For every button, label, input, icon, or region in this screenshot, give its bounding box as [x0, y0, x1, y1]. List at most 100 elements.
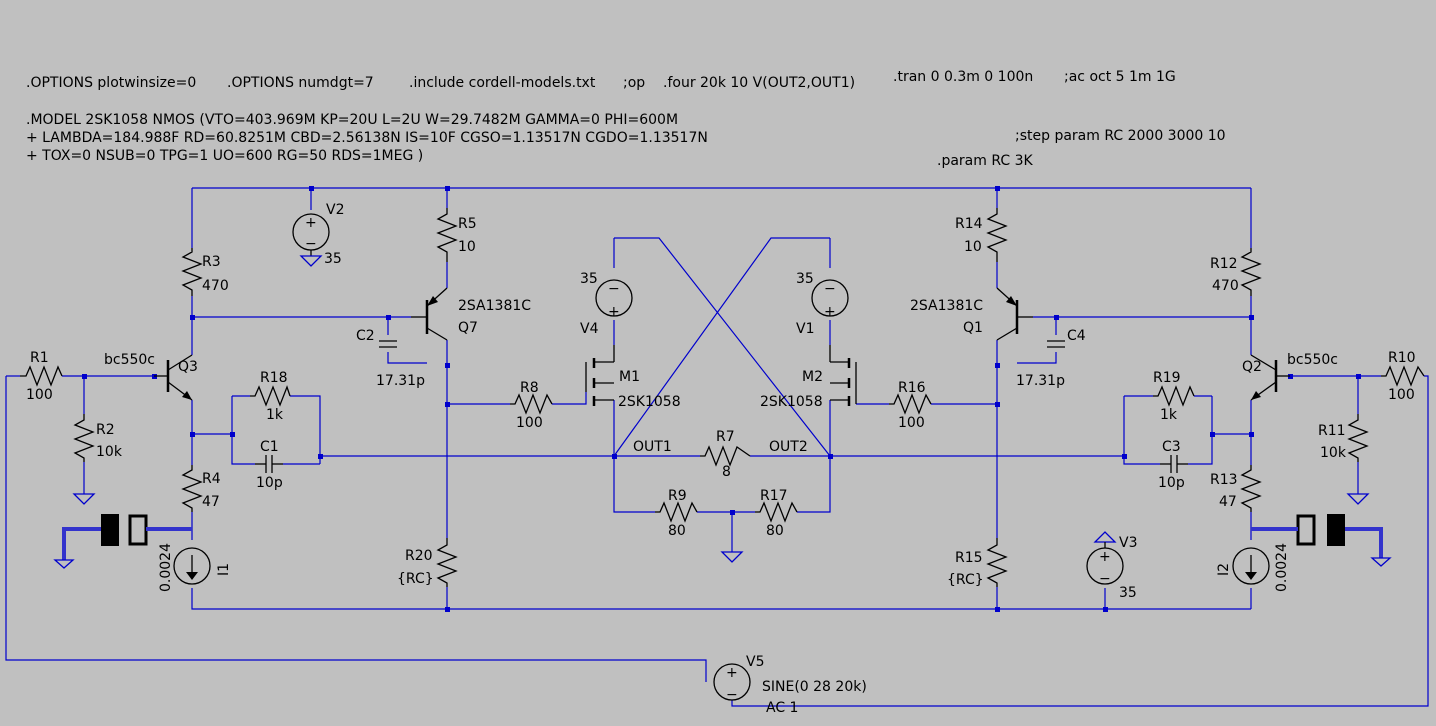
resistor-r5[interactable]: R5 10 [436, 208, 477, 262]
c4-value: 17.31p [1016, 373, 1065, 389]
resistor-r13[interactable]: R13 47 [1210, 465, 1262, 512]
v3-minus-icon: − [1099, 571, 1111, 587]
v3-label: V3 [1119, 535, 1137, 551]
r16-value: 100 [898, 415, 925, 431]
r13-label: R13 [1210, 472, 1238, 488]
r10-label: R10 [1388, 350, 1416, 366]
resistor-r19[interactable]: R19 1k [1153, 370, 1195, 423]
r9-value: 80 [668, 523, 686, 539]
v1-label: V1 [796, 321, 814, 337]
r15-label: R15 [955, 550, 983, 566]
r19-value: 1k [1160, 407, 1178, 423]
c4-label: C4 [1067, 328, 1086, 344]
q1-model: 2SA1381C [910, 298, 983, 314]
voltage-source-v4[interactable]: − + 35 V4 [580, 271, 633, 337]
transistor-q1[interactable]: 2SA1381C Q1 [910, 287, 1033, 341]
capacitor-c2[interactable]: C2 17.31p [356, 328, 425, 389]
v5-label: V5 [746, 654, 764, 670]
transistor-q7[interactable]: 2SA1381C Q7 [411, 287, 531, 341]
voltage-source-v2[interactable]: + − V2 35 [292, 202, 344, 267]
capacitor-c4[interactable]: C4 17.31p [1016, 328, 1086, 389]
v2-label: V2 [326, 202, 344, 218]
voltage-source-v1[interactable]: − + 35 V1 [796, 271, 849, 337]
resistor-r4[interactable]: R4 47 [181, 465, 221, 512]
resistor-r10[interactable]: R10 100 [1381, 350, 1425, 403]
net-label-out2: OUT2 [769, 439, 808, 455]
voltage-source-v3[interactable]: + − V3 35 [1086, 531, 1137, 601]
directive-model-line1[interactable]: .MODEL 2SK1058 NMOS (VTO=403.969M KP=20U… [26, 112, 678, 128]
r17-label: R17 [760, 488, 788, 504]
current-source-i2[interactable]: I2 0.0024 [1216, 543, 1290, 592]
r19-label: R19 [1153, 370, 1181, 386]
resistor-r18[interactable]: R18 1k [250, 370, 291, 423]
r4-value: 47 [202, 494, 220, 510]
voltage-source-v5[interactable]: + − V5 SINE(0 28 20k) AC 1 [713, 654, 867, 716]
mosfet-m1[interactable]: M1 2SK1058 [585, 345, 681, 410]
r2-value: 10k [96, 444, 123, 460]
r16-label: R16 [898, 380, 926, 396]
resistor-r12[interactable]: R12 470 [1210, 248, 1262, 296]
directive-op[interactable]: ;op [623, 75, 645, 91]
r8-label: R8 [520, 380, 539, 396]
directive-include[interactable]: .include cordell-models.txt [409, 75, 596, 91]
v5-value: SINE(0 28 20k) [762, 679, 867, 695]
wires [5, 187, 1429, 707]
q7-label: Q7 [458, 320, 478, 336]
r9-label: R9 [668, 488, 687, 504]
r14-value: 10 [964, 239, 982, 255]
c3-value: 10p [1158, 475, 1185, 491]
r5-value: 10 [458, 239, 476, 255]
c2-label: C2 [356, 328, 375, 344]
r2-label: R2 [96, 422, 115, 438]
v2-minus-icon: − [305, 236, 317, 252]
transistor-q3[interactable]: bc550c Q3 [104, 352, 198, 401]
v5-plus-icon: + [726, 665, 738, 681]
resistor-r3[interactable]: R3 470 [181, 248, 229, 296]
resistor-r7[interactable]: R7 8 [700, 429, 751, 480]
r18-label: R18 [260, 370, 288, 386]
resistor-r15[interactable]: R15 {RC} [947, 538, 1008, 588]
capacitor-c1[interactable]: C1 10p [255, 439, 283, 491]
resistor-r14[interactable]: R14 10 [955, 208, 1008, 262]
v4-minus-icon: − [608, 281, 620, 297]
resistor-r1[interactable]: R1 100 [20, 350, 63, 403]
directive-param[interactable]: .param RC 3K [937, 153, 1034, 169]
r8-value: 100 [516, 415, 543, 431]
v3-plus-icon: + [1099, 549, 1111, 565]
net-label-out1: OUT1 [633, 439, 672, 455]
directive-ac[interactable]: ;ac oct 5 1m 1G [1064, 69, 1176, 85]
m2-label: M2 [802, 369, 823, 385]
q3-label: Q3 [178, 359, 198, 375]
v5-minus-icon: − [726, 687, 738, 703]
thermal-coupler-left[interactable] [53, 514, 192, 569]
q2-model: bc550c [1287, 352, 1338, 368]
directive-plotwinsize[interactable]: .OPTIONS plotwinsize=0 [26, 75, 196, 91]
directive-model-line2[interactable]: + LAMBDA=184.988F RD=60.8251M CBD=2.5613… [26, 130, 708, 146]
resistor-r2[interactable]: R2 10k [73, 414, 123, 462]
directive-four[interactable]: .four 20k 10 V(OUT2,OUT1) [663, 75, 855, 91]
resistor-r16[interactable]: R16 100 [889, 380, 932, 431]
directive-tran[interactable]: .tran 0 0.3m 0 100n [893, 69, 1033, 85]
m1-model: 2SK1058 [618, 394, 681, 410]
r3-value: 470 [202, 278, 229, 294]
current-source-i1[interactable]: I1 0.0024 [158, 543, 232, 592]
directive-step[interactable]: ;step param RC 2000 3000 10 [1015, 128, 1226, 144]
mosfet-m2[interactable]: M2 2SK1058 [760, 345, 857, 410]
i2-label: I2 [1216, 563, 1232, 576]
r14-label: R14 [955, 216, 983, 232]
directive-numdgt[interactable]: .OPTIONS numdgt=7 [227, 75, 374, 91]
r1-label: R1 [30, 350, 49, 366]
resistor-r8[interactable]: R8 100 [510, 380, 553, 431]
resistor-r17[interactable]: R17 80 [755, 488, 798, 539]
resistor-r9[interactable]: R9 80 [655, 488, 698, 539]
transistor-q2[interactable]: bc550c Q2 [1242, 352, 1338, 401]
capacitor-c3[interactable]: C3 10p [1158, 439, 1188, 491]
r12-value: 470 [1212, 278, 1239, 294]
resistor-r20[interactable]: R20 {RC} [397, 538, 458, 587]
r11-label: R11 [1318, 423, 1346, 439]
resistor-r11[interactable]: R11 10k [1318, 414, 1369, 462]
thermal-coupler-right[interactable] [1251, 514, 1392, 567]
directive-model-line3[interactable]: + TOX=0 NSUB=0 TPG=1 UO=600 RG=50 RDS=1M… [26, 148, 423, 164]
